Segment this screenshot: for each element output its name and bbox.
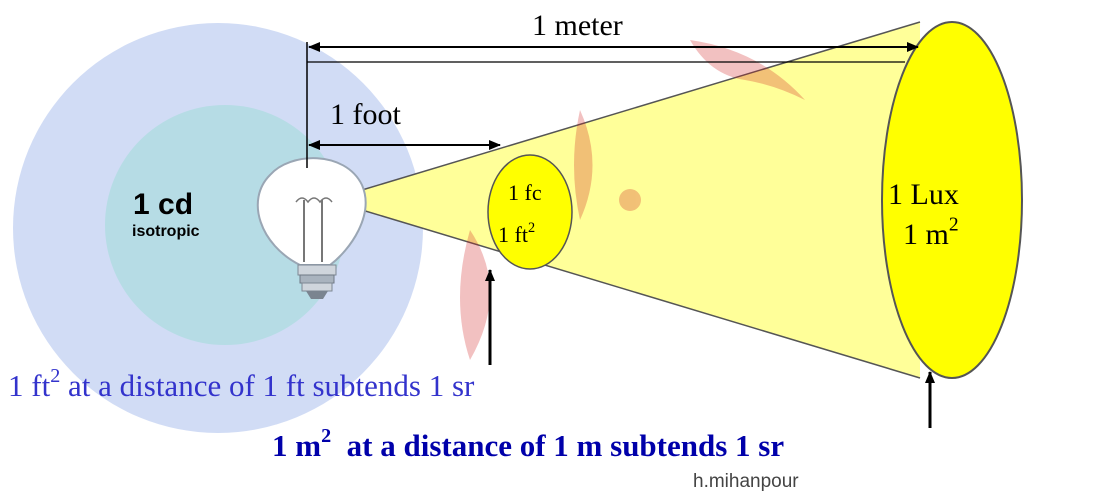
meter-label: 1 meter bbox=[532, 9, 623, 42]
one-square-meter-ellipse bbox=[881, 21, 1023, 379]
lux-label: 1 Lux bbox=[888, 178, 959, 211]
light-bulb-icon bbox=[256, 157, 367, 299]
fc-label: 1 fc bbox=[508, 180, 542, 205]
square-meter-label: 1 m2 bbox=[903, 214, 959, 251]
candela-label: 1 cd bbox=[133, 188, 194, 221]
foot-caption: 1 ft2 at a distance of 1 ft subtends 1 s… bbox=[8, 364, 475, 403]
watermark bbox=[460, 40, 805, 360]
credit-label: h.mihanpour bbox=[693, 471, 799, 492]
light-cone bbox=[362, 22, 920, 378]
foot-label: 1 foot bbox=[330, 98, 401, 131]
one-square-foot-ellipse bbox=[487, 154, 573, 270]
cone-edge-bottom bbox=[361, 209, 921, 379]
meter-caption: 1 m2 at a distance of 1 m subtends 1 sr bbox=[272, 424, 785, 463]
square-foot-label: 1 ft2 bbox=[498, 220, 536, 247]
isotropic-label: isotropic bbox=[132, 223, 200, 240]
